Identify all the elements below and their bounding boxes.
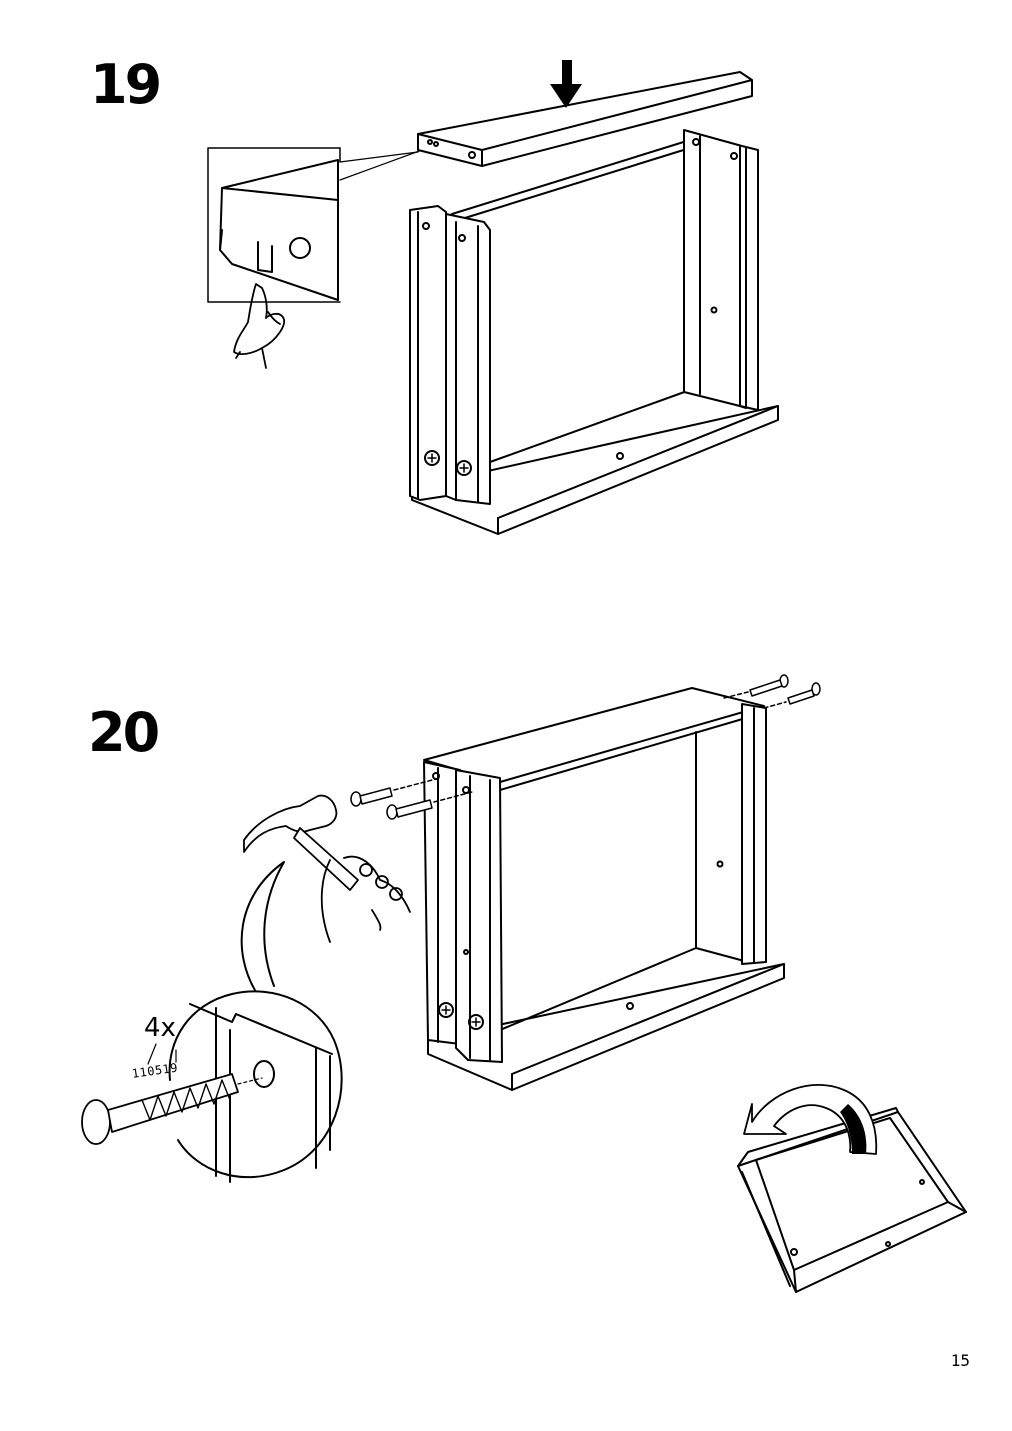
step-19-detail-callout	[207, 147, 423, 303]
step-19-number: 19	[90, 53, 162, 116]
hammer-icon	[243, 794, 411, 943]
dowel-icon	[350, 674, 821, 820]
dowel-closeup	[81, 1073, 263, 1145]
rotate-arrow-icon	[743, 1084, 878, 1155]
hand-pointing-icon	[233, 283, 286, 369]
step-20-number: 20	[88, 701, 160, 764]
top-panel	[417, 71, 753, 167]
drawer-frame-19	[409, 129, 779, 535]
step-20-detail-bubble	[147, 861, 343, 1183]
page-number: 15	[950, 1351, 970, 1370]
fastener-quantity: 4x	[144, 1013, 176, 1043]
flipped-drawer	[737, 1107, 967, 1293]
drawer-frame-20	[423, 687, 785, 1091]
down-arrow-icon	[550, 60, 582, 108]
